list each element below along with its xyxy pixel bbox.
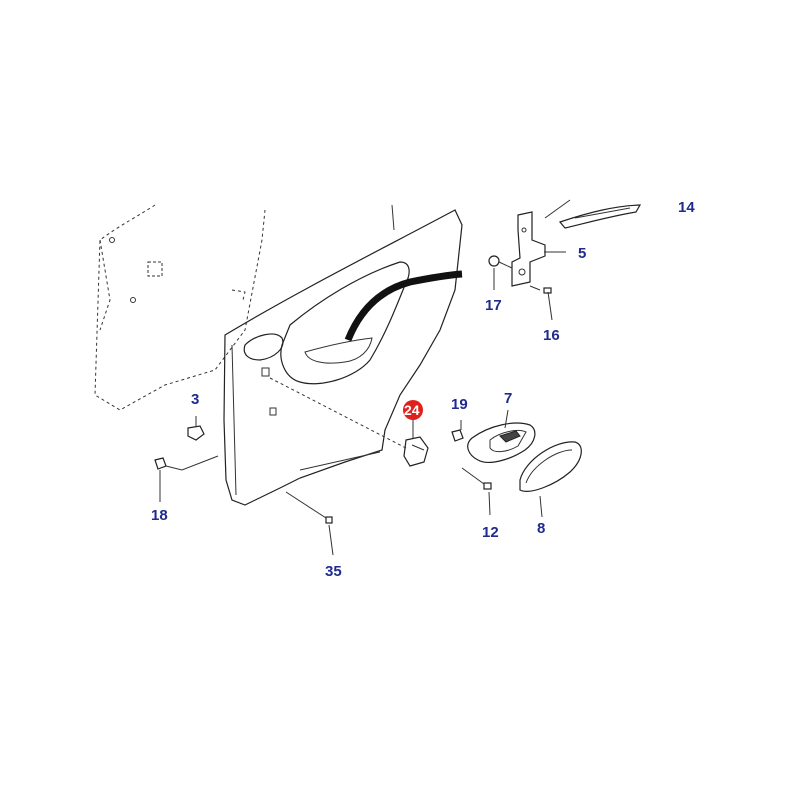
callout-8: 8: [537, 520, 545, 537]
callout-24-badge: 24: [403, 400, 423, 420]
callout-35: 35: [325, 563, 342, 580]
mounting-bracket: [511, 211, 546, 287]
door-inner-frame: [94, 204, 266, 411]
callout-18: 18: [151, 507, 168, 524]
nut-19: [451, 420, 464, 442]
callout-24: 24: [404, 402, 420, 418]
clip-24: [269, 377, 429, 467]
clip-18: [154, 455, 219, 471]
callout-7: 7: [504, 390, 512, 407]
handle-bezel: [519, 441, 582, 518]
leader-lines: [159, 251, 566, 502]
callout-16: 16: [543, 327, 560, 344]
inner-door-handle: [467, 422, 536, 463]
clip-3: [187, 416, 205, 441]
callout-17: 17: [485, 297, 502, 314]
screw-35: [285, 491, 334, 556]
callout-14: 14: [678, 199, 695, 216]
callout-12: 12: [482, 524, 499, 541]
callout-19: 19: [451, 396, 468, 413]
screw-17: [488, 255, 513, 269]
screw-16: [529, 285, 552, 294]
screw-12: [461, 467, 492, 516]
door-trim-panel: [223, 204, 463, 506]
trim-strip: [544, 199, 642, 229]
callout-5: 5: [578, 245, 586, 262]
callout-3: 3: [191, 391, 199, 408]
belt-weatherstrip: [344, 270, 463, 342]
